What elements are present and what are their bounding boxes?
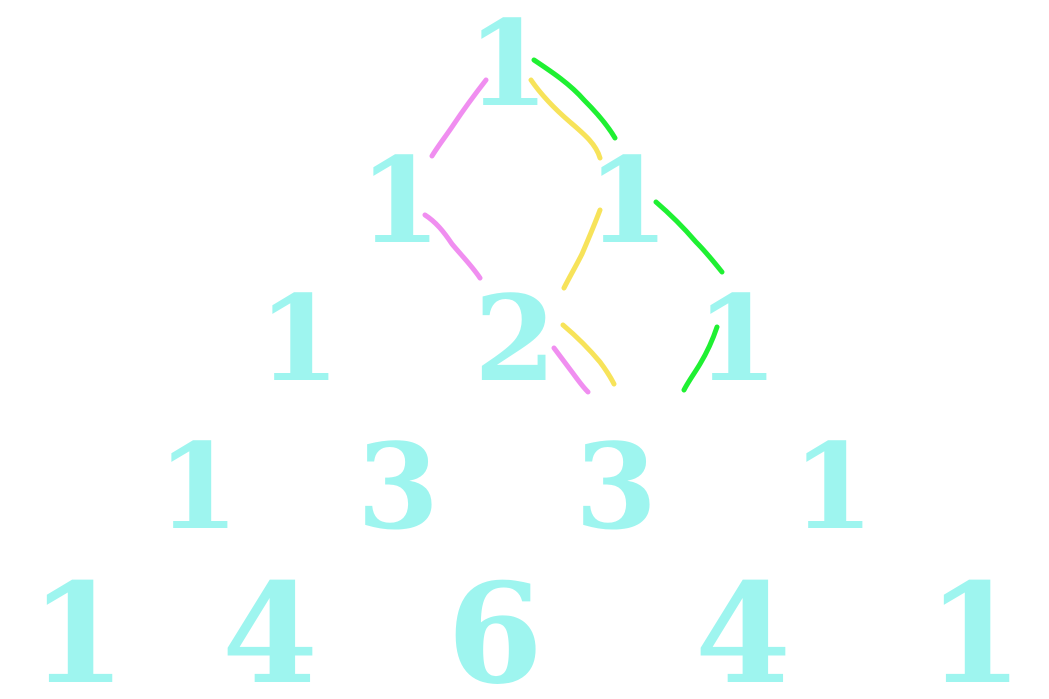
row4-entry4: 1 [926,552,1024,699]
row3-entry1: 3 [356,417,440,556]
row2-entry1: 2 [473,269,557,408]
row2-entry0: 1 [257,269,341,408]
row3-entry0: 1 [156,417,240,556]
row4-entry3: 4 [694,552,792,699]
row0-entry0: 1 [466,0,550,133]
row3-entry2: 3 [574,417,658,556]
row3-entry3: 1 [791,417,875,556]
row4-entry2: 6 [446,552,544,699]
row4-entry1: 4 [221,552,319,699]
row1-entry1: 1 [586,131,670,270]
pink-stroke-3 [551,345,591,395]
yellow-stroke-3 [560,322,617,387]
row1-entry0: 1 [358,131,442,270]
row2-entry2: 1 [695,269,779,408]
row4-entry0: 1 [29,552,127,699]
